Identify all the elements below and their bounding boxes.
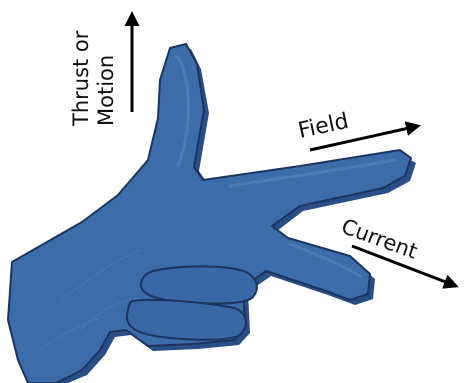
thumb-highlight bbox=[174, 54, 190, 168]
hand-texture-lines bbox=[39, 249, 141, 351]
thrust-label-line2: Motion bbox=[94, 55, 118, 126]
field-arrow bbox=[309, 121, 421, 152]
curled-finger-upper bbox=[140, 265, 258, 305]
curled-finger-lower bbox=[125, 299, 247, 341]
middle-highlight bbox=[288, 242, 362, 278]
thrust-label-group: Thrust or Motion bbox=[69, 30, 118, 127]
thrust-label-line1: Thrust or bbox=[69, 30, 93, 127]
index-highlight bbox=[228, 158, 397, 188]
hand-illustration bbox=[7, 43, 416, 383]
field-label: Field bbox=[296, 109, 351, 144]
current-arrow bbox=[351, 244, 459, 289]
hand-body bbox=[7, 43, 412, 383]
